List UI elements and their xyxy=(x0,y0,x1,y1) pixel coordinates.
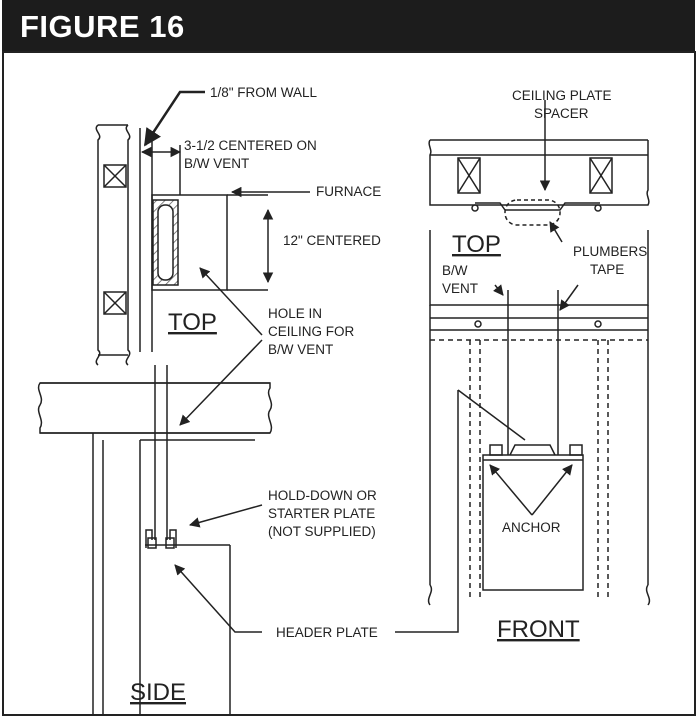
label-bw-vent-line1: B/W xyxy=(442,263,468,278)
label-plumbers-line1: PLUMBERS xyxy=(573,244,647,259)
label-hole-line1: HOLE IN xyxy=(268,306,322,321)
label-hole-line2: CEILING FOR xyxy=(268,324,355,339)
figure-title: FIGURE 16 xyxy=(20,9,185,44)
label-ceiling-spacer-line2: SPACER xyxy=(534,106,589,121)
label-header-plate: HEADER PLATE xyxy=(276,625,378,640)
label-centered-line1: 3-1/2 CENTERED ON xyxy=(184,138,317,153)
label-bw-vent-line2: VENT xyxy=(442,281,478,296)
label-centered-line2: B/W VENT xyxy=(184,156,249,171)
label-twelve-centered: 12" CENTERED xyxy=(283,233,381,248)
top-view-left xyxy=(95,90,310,426)
label-side: SIDE xyxy=(130,679,186,706)
label-furnace: FURNACE xyxy=(316,184,381,199)
label-holddown-line1: HOLD-DOWN OR xyxy=(268,488,377,503)
figure-border xyxy=(2,51,696,716)
label-hole-line3: B/W VENT xyxy=(268,342,333,357)
label-top-right: TOP xyxy=(452,231,501,258)
label-front: FRONT xyxy=(497,616,580,643)
label-plumbers-line2: TAPE xyxy=(590,262,624,277)
side-view xyxy=(37,365,459,715)
label-ceiling-spacer-line1: CEILING PLATE xyxy=(512,88,612,103)
label-holddown-line2: STARTER PLATE xyxy=(268,506,375,521)
label-holddown-line3: (NOT SUPPLIED) xyxy=(268,524,376,539)
front-view xyxy=(427,100,651,606)
label-from-wall: 1/8" FROM WALL xyxy=(210,85,318,100)
label-top-left: TOP xyxy=(168,309,217,336)
title-bar: FIGURE 16 xyxy=(2,0,695,52)
label-anchor: ANCHOR xyxy=(502,520,561,535)
